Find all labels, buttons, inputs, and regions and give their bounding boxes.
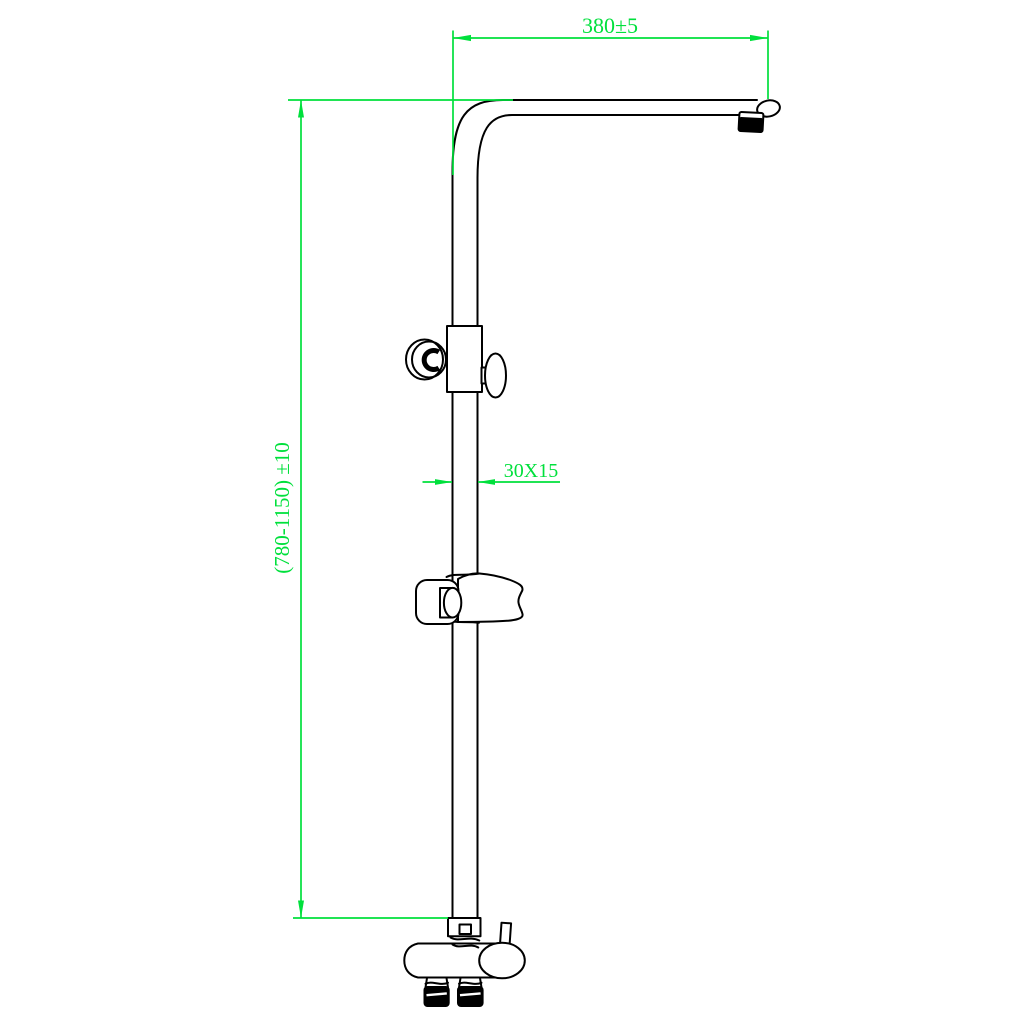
dim-top-width: 380±5 bbox=[452, 13, 769, 175]
dim-height-range-label: (780-1150) ±10 bbox=[270, 442, 294, 573]
clip-middle-ring bbox=[411, 340, 447, 379]
inlet-thread-right bbox=[457, 986, 484, 1007]
valve-neck-seam-upper bbox=[449, 936, 481, 942]
dim-bar-section-label: 30X15 bbox=[504, 460, 558, 482]
slider-block bbox=[446, 325, 483, 393]
dim-side-arrow-bottom bbox=[298, 900, 304, 918]
valve-end-cap bbox=[478, 941, 526, 980]
dim-top-arrow-left bbox=[453, 34, 471, 42]
dim-height-range: (780-1150) ±10 bbox=[270, 99, 513, 919]
riser-pipe-and-arm bbox=[451, 99, 758, 919]
dim-side-arrow-top bbox=[298, 100, 304, 118]
arm-pipe-outer-edge bbox=[451, 99, 758, 919]
dimension-annotations: 380±5 (780-1150) ±10 30X15 bbox=[270, 13, 769, 919]
valve-stub bbox=[499, 921, 513, 946]
collar-nut-notch bbox=[458, 923, 472, 935]
dim-top-arrow-right bbox=[750, 34, 768, 42]
inlet-thread-left bbox=[423, 986, 450, 1007]
water-inlet-left bbox=[423, 977, 450, 1007]
handset-holder-upper bbox=[405, 325, 507, 399]
water-inlet-right bbox=[457, 977, 484, 1007]
arm-pipe-inner-edge bbox=[476, 114, 745, 919]
hose-nut bbox=[737, 110, 765, 134]
diverter-valve-assembly bbox=[403, 917, 526, 1007]
holder-socket-face bbox=[442, 586, 463, 619]
holder-body bbox=[457, 572, 524, 623]
clip-inner-c bbox=[421, 348, 441, 372]
clip-outer-ring bbox=[405, 338, 444, 381]
lock-knob bbox=[484, 352, 507, 399]
dim-bar-arrow-left bbox=[435, 479, 453, 485]
dim-bar-section: 30X15 bbox=[422, 460, 560, 485]
valve-body bbox=[403, 942, 503, 979]
dim-bar-arrow-right bbox=[477, 479, 495, 485]
slide-rail-holder bbox=[415, 572, 524, 625]
column-assembly bbox=[403, 99, 781, 1007]
valve-neck-seam-lower bbox=[451, 943, 480, 949]
hose-nut-thread bbox=[739, 116, 763, 132]
dim-top-width-label: 380±5 bbox=[582, 13, 638, 38]
holder-top-seam bbox=[445, 572, 481, 578]
